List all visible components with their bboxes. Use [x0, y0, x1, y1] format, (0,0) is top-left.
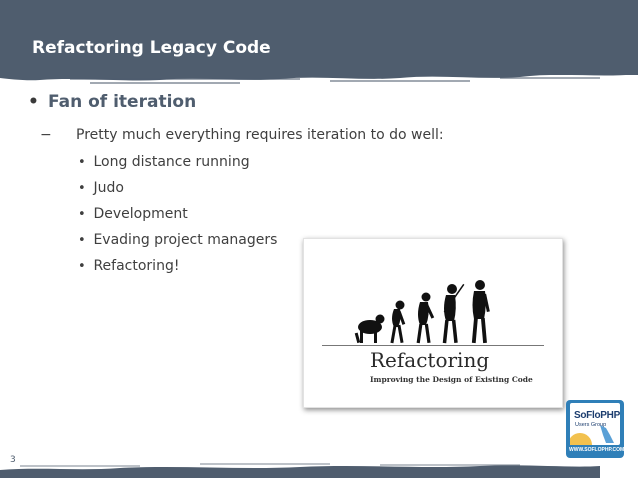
bullet-marker: • [28, 92, 39, 112]
bullet-marker: • [78, 259, 86, 274]
list-item-text: Long distance running [93, 154, 250, 170]
list-item-text: Development [93, 206, 188, 222]
bullet-marker: • [78, 155, 86, 170]
book-subtitle: Improving the Design of Existing Code [370, 375, 533, 384]
logo-name: SoFloPHP [574, 410, 620, 421]
list-item: • Long distance running [78, 152, 277, 178]
slide-number: 3 [10, 455, 16, 465]
refactoring-book-image: Refactoring Improving the Design of Exis… [303, 238, 563, 408]
slide-header [0, 0, 638, 75]
bullet-level-2: − Pretty much everything requires iterati… [40, 127, 444, 143]
logo-panel: SoFloPHP Users Group [570, 403, 620, 445]
list-item: • Refactoring! [78, 256, 277, 282]
bullet-text: Fan of iteration [48, 92, 197, 112]
list-item-text: Evading project managers [93, 232, 278, 248]
bullet-level-1: • Fan of iteration [28, 92, 196, 112]
list-item-text: Judo [93, 180, 124, 196]
bullet-marker: • [78, 181, 86, 196]
bullet-text: Pretty much everything requires iteratio… [76, 127, 444, 143]
list-item: • Development [78, 204, 277, 230]
book-title: Refactoring [370, 348, 490, 372]
evolution-silhouettes-icon [354, 280, 490, 344]
footer-brush-edge [0, 463, 600, 478]
list-item: • Judo [78, 178, 277, 204]
logo-url: WWW.SOFLOPHP.COM [569, 447, 625, 453]
bullet-marker: • [78, 207, 86, 222]
list-item: • Evading project managers [78, 230, 277, 256]
list-item-text: Refactoring! [93, 258, 180, 274]
slide-title: Refactoring Legacy Code [32, 38, 271, 58]
soflophp-logo: SoFloPHP Users Group WWW.SOFLOPHP.COM [566, 400, 624, 458]
sub-bullet-list: • Long distance running • Judo • Develop… [78, 152, 277, 282]
header-brush-edge [0, 66, 638, 84]
bullet-marker: • [78, 233, 86, 248]
book-divider-line [322, 345, 544, 346]
dash-marker: − [40, 127, 52, 143]
logo-subtitle: Users Group [575, 422, 607, 428]
sun-icon [570, 425, 614, 445]
